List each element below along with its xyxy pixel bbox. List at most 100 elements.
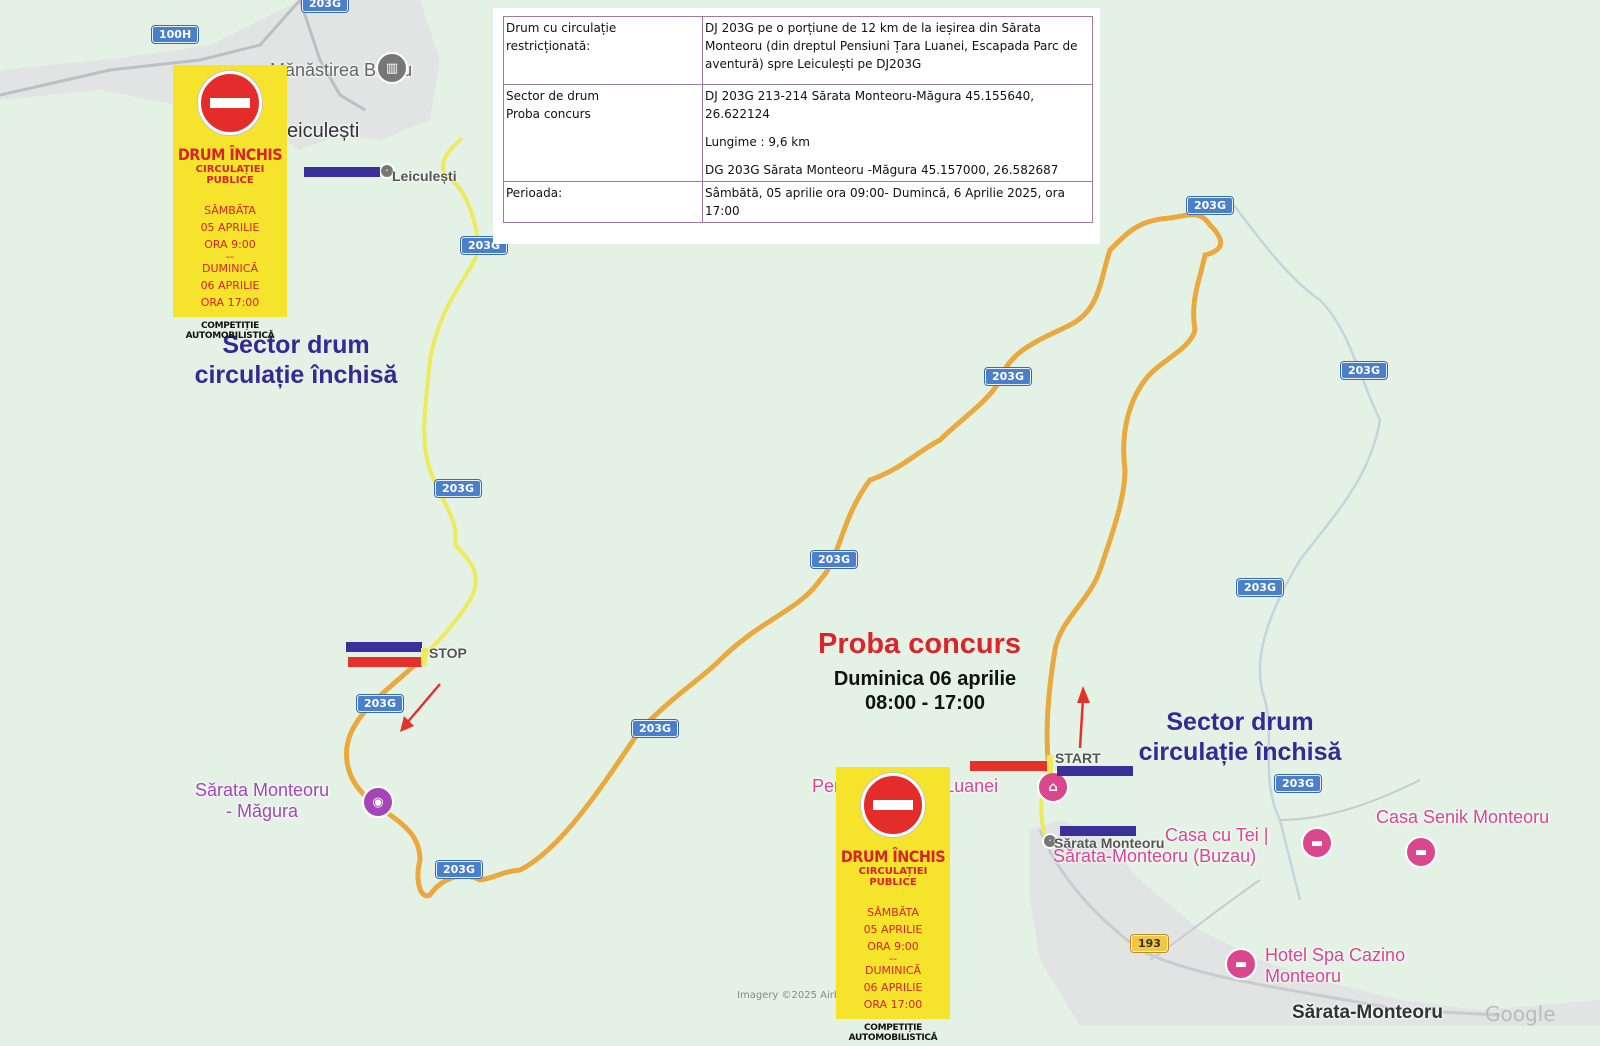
- place-sarata-town: Sărata-Monteoru: [1292, 1002, 1443, 1023]
- sign-line: ORA 17:00: [200, 296, 260, 309]
- hotel-icon[interactable]: ▬: [1225, 948, 1257, 980]
- sign-line: ORA 9:00: [204, 238, 256, 251]
- road-shield-203g: 203G: [632, 720, 678, 737]
- place-casa-tei: Casa cu Tei | Sărata-Monteoru (Buzau): [1053, 825, 1268, 867]
- table-value-line: DJ 203G 213-214 Sărata Monteoru-Măgura 4…: [705, 89, 1035, 121]
- closed-sector-heading-right: Sector drum circulație închisă: [1120, 707, 1360, 767]
- place-leiculesti-small: Leiculești: [392, 168, 457, 184]
- table-row: Sector de drum Proba concurs DJ 203G 213…: [503, 84, 1093, 182]
- no-entry-icon: [861, 773, 925, 837]
- road-shield-203g: 203G: [435, 480, 481, 497]
- table-key-line: Proba concurs: [506, 107, 591, 121]
- table-key: Perioada:: [503, 181, 703, 223]
- start-marker-icon: [1047, 755, 1053, 773]
- place-line: Hotel Spa Cazino: [1265, 945, 1406, 965]
- race-title: Proba concurs: [818, 628, 1022, 660]
- camera-icon[interactable]: ◉: [362, 786, 394, 818]
- arrow-up-icon: [1077, 686, 1090, 749]
- table-value: DJ 203G 213-214 Sărata Monteoru-Măgura 4…: [702, 84, 1093, 182]
- restriction-info-table: Drum cu circulație restricționată: DJ 20…: [503, 16, 1093, 223]
- sign-title: DRUM ÎNCHIS: [177, 145, 283, 164]
- sign-line: 05 APRILIE: [863, 923, 923, 936]
- place-casa-senik: Casa Senik Monteoru: [1376, 807, 1550, 827]
- minor-road: [1149, 879, 1261, 961]
- village-pin-icon[interactable]: ·: [379, 163, 395, 179]
- sign-subtitle: CIRCULAȚIEI PUBLICE: [195, 164, 265, 186]
- sign-line: SÂMBĂTA: [204, 204, 256, 217]
- road-closed-sign-bottom: DRUM ÎNCHIS CIRCULAȚIEI PUBLICE SÂMBĂTA …: [836, 767, 950, 1043]
- sign-line: ORA 17:00: [863, 998, 923, 1011]
- minor-road: [0, 0, 302, 97]
- settlement-sarata: [1030, 820, 1600, 1026]
- heading-line: Sector drum: [1166, 708, 1314, 736]
- arrow-down-icon: [400, 683, 441, 732]
- place-sarata-small: Sărata Monteoru: [1054, 835, 1165, 851]
- road-closed-sign-left: DRUM ÎNCHIS CIRCULAȚIEI PUBLICE SÂMBĂTA …: [173, 65, 287, 341]
- sign-line: ORA 9:00: [867, 940, 919, 953]
- route-closed-yellow: [418, 136, 481, 662]
- road-shield-203g: 203G: [357, 695, 403, 712]
- sign-subtitle: CIRCULAȚIEI PUBLICE: [858, 866, 928, 888]
- sign-line: 05 APRILIE: [200, 221, 260, 234]
- road-shield-203g: 203G: [985, 368, 1031, 385]
- road-shield-203g: 203G: [811, 551, 857, 568]
- lodging-icon[interactable]: ⌂: [1037, 771, 1069, 803]
- road-shield-203g: 203G: [436, 861, 482, 878]
- imagery-credit: Imagery ©2025 Airbus: [737, 990, 852, 1001]
- table-value-line: DG 203G Sărata Monteoru -Măgura 45.15700…: [705, 163, 1059, 177]
- sign-line: 06 APRILIE: [863, 981, 923, 994]
- sign-line: --: [889, 952, 897, 965]
- sign-line: SÂMBĂTA: [867, 906, 919, 919]
- minor-road: [1279, 779, 1421, 821]
- road-shield-203g: 203G: [1275, 775, 1321, 792]
- sign-title: DRUM ÎNCHIS: [840, 847, 946, 866]
- place-hotel-spa: Hotel Spa Cazino Monteoru: [1265, 945, 1405, 987]
- closure-bar-stop: [346, 642, 422, 652]
- table-row: Drum cu circulație restricționată: DJ 20…: [503, 16, 1093, 85]
- route-race-orange: [344, 212, 1224, 899]
- heading-line: circulație închisă: [1138, 738, 1342, 766]
- place-line: - Măgura: [226, 801, 299, 821]
- table-row: Perioada: Sâmbătă, 05 aprilie ora 09:00-…: [503, 181, 1093, 223]
- stop-label: STOP: [429, 645, 467, 661]
- place-leiculesti-big: eiculești: [287, 120, 360, 142]
- hotel-icon[interactable]: ▬: [1301, 827, 1333, 859]
- minor-road: [1038, 829, 1501, 1017]
- sign-line: DUMINICĂ: [202, 262, 258, 275]
- table-key: Sector de drum Proba concurs: [503, 84, 703, 182]
- road-shield-203g: 203G: [1341, 362, 1387, 379]
- closure-bar-sarata: [1060, 826, 1136, 836]
- sign-footer: COMPETIȚIE AUTOMOBILISTICĂ: [848, 1023, 938, 1043]
- sign-line: --: [226, 250, 234, 263]
- table-key-line: Sector de drum: [506, 89, 600, 103]
- no-entry-icon: [198, 71, 262, 135]
- table-value: DJ 203G pe o porțiune de 12 km de la ieș…: [702, 16, 1093, 85]
- road-shield-203g: 203G: [1237, 579, 1283, 596]
- race-hours: 08:00 - 17:00: [864, 692, 986, 714]
- monastery-icon[interactable]: ▥: [376, 52, 408, 84]
- closure-bar-start: [970, 761, 1048, 771]
- village-pin-icon[interactable]: ·: [1042, 833, 1058, 849]
- hotel-icon[interactable]: ▬: [1405, 836, 1437, 868]
- road-shield-203g: 203G: [1187, 197, 1233, 214]
- stop-marker-icon: [421, 648, 427, 666]
- heading-line: Sector drum: [222, 331, 370, 359]
- place-line: Monteoru: [1265, 966, 1342, 986]
- google-logo: Google: [1485, 1002, 1556, 1026]
- table-value-line: Lungime : 9,6 km: [705, 135, 810, 149]
- heading-line: circulație închisă: [194, 361, 398, 389]
- table-key: Drum cu circulație restricționată:: [503, 16, 703, 85]
- race-schedule: Duminica 06 aprilie 08:00 - 17:00: [820, 667, 1030, 715]
- restriction-info-panel: Drum cu circulație restricționată: DJ 20…: [493, 8, 1100, 244]
- race-day: Duminica 06 aprilie: [833, 668, 1017, 690]
- road-shield-100h: 100H: [152, 26, 199, 43]
- start-label: START: [1055, 750, 1101, 766]
- road-shield-193: 193: [1131, 935, 1168, 952]
- closed-sector-heading-left: Sector drum circulație închisă: [180, 330, 412, 390]
- road-shield-203g: 203G: [302, 0, 348, 12]
- minor-road: [298, 0, 366, 112]
- closure-bar-start: [1057, 766, 1133, 776]
- table-value: Sâmbătă, 05 aprilie ora 09:00- Dumincă, …: [702, 181, 1093, 223]
- sign-line: 06 APRILIE: [200, 279, 260, 292]
- place-line: Sărata Monteoru: [195, 780, 330, 800]
